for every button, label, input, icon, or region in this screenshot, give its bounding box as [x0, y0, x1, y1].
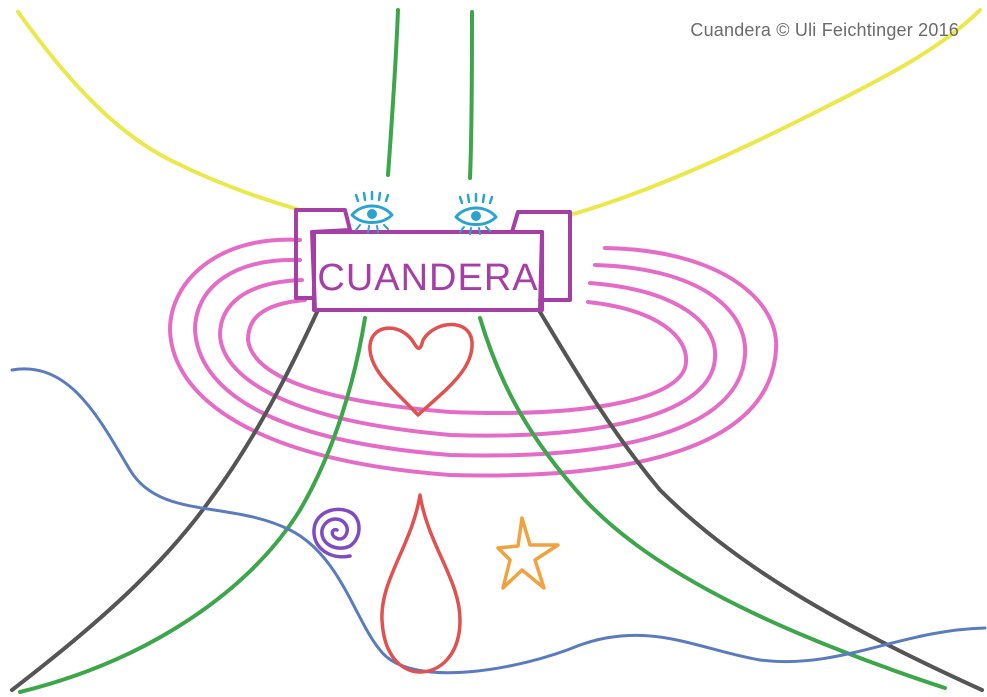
- yellow-arc-right: [568, 8, 982, 217]
- drop-icon: [380, 493, 462, 674]
- green-line-top-left: [386, 8, 400, 177]
- banner-label: CUANDERA: [317, 257, 538, 299]
- yellow-arc-left: [16, 10, 302, 212]
- green-line-top-right: [468, 10, 474, 180]
- banner: CUANDERA: [294, 208, 572, 312]
- blue-wave: [10, 367, 987, 675]
- black-line-left: [10, 308, 320, 692]
- spiral-icon: [312, 507, 361, 559]
- pink-rings: [168, 237, 779, 478]
- star-icon: [496, 516, 560, 590]
- heart-icon: [368, 322, 474, 417]
- green-line-left: [18, 316, 367, 694]
- eye-icon: [454, 192, 498, 235]
- eye-pupil-left: [367, 209, 377, 219]
- credit-text: Cuandera © Uli Feichtinger 2016: [690, 20, 959, 40]
- black-line-right: [538, 310, 984, 692]
- green-line-right: [478, 316, 947, 690]
- eye-icon: [350, 190, 394, 233]
- eye-pupil-right: [471, 211, 481, 221]
